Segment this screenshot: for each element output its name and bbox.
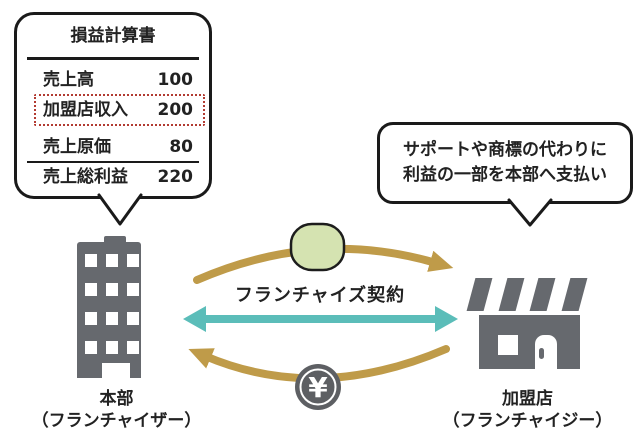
pl-row-label: 加盟店収入 xyxy=(43,100,128,120)
store-door xyxy=(535,335,557,369)
building-door xyxy=(102,363,130,378)
contract-label: フランチャイズ契約 xyxy=(234,285,406,306)
headquarters-label: 本部 （フランチャイザー） xyxy=(14,388,219,432)
royalty-payment-arrow xyxy=(188,345,450,383)
payment-callout-line1: サポートや商標の代わりに xyxy=(403,140,607,160)
goods-token-icon xyxy=(289,222,346,272)
pl-row-label: 売上原価 xyxy=(43,137,111,157)
franchiser-sublabel: （フランチャイザー） xyxy=(31,411,202,431)
pl-row-sales: 売上高 100 xyxy=(17,69,209,91)
awning-stripe xyxy=(498,278,525,311)
yen-coin-icon: ¥ xyxy=(295,364,341,410)
awning-stripe xyxy=(466,278,493,311)
building-window xyxy=(127,341,139,354)
building-window xyxy=(127,312,139,325)
store-doorknob xyxy=(539,348,544,359)
franchisee-sublabel: （フランチャイジー） xyxy=(442,411,613,431)
building-window xyxy=(85,283,97,296)
pl-statement-title: 損益計算書 xyxy=(70,26,156,46)
store-awning xyxy=(466,278,588,311)
headquarters-building-icon xyxy=(77,236,141,378)
awning-stripe xyxy=(561,278,588,311)
pl-row-franchise-income-highlighted: 加盟店収入 200 xyxy=(34,94,205,126)
pl-callout-tail xyxy=(97,193,143,226)
franchise-store-name: 加盟店 xyxy=(502,389,553,409)
franchise-store-label: 加盟店 （フランチャイジー） xyxy=(425,388,630,432)
pl-row-value: 100 xyxy=(157,70,194,90)
coin-circle xyxy=(295,364,341,410)
pl-row-value: 220 xyxy=(157,167,194,187)
headquarters-name: 本部 xyxy=(99,389,134,409)
awning-stripe xyxy=(529,278,556,311)
pl-row-label: 売上総利益 xyxy=(43,167,128,187)
pl-row-label: 売上高 xyxy=(43,70,94,90)
store-window xyxy=(498,335,518,355)
coin-ring xyxy=(299,368,337,406)
pl-row-cost-of-sales: 売上原価 80 xyxy=(17,136,209,158)
building-window xyxy=(106,283,118,296)
payment-callout-line2: 利益の一部を本部へ支払い xyxy=(403,165,607,185)
subtotal-divider xyxy=(27,161,199,163)
building-window xyxy=(127,283,139,296)
building-window xyxy=(85,312,97,325)
title-divider xyxy=(27,57,199,60)
franchise-store-icon xyxy=(479,315,580,369)
building-roof-structure xyxy=(104,236,126,243)
payment-callout: サポートや商標の代わりに 利益の一部を本部へ支払い xyxy=(377,122,633,204)
pl-row-gross-profit: 売上総利益 220 xyxy=(17,166,209,188)
yen-symbol: ¥ xyxy=(308,371,328,404)
building-window xyxy=(85,341,97,354)
building-windows xyxy=(85,254,139,354)
building-window xyxy=(127,254,139,267)
pl-row-value: 80 xyxy=(169,137,193,157)
pl-statement-callout: 損益計算書 売上高 100 加盟店収入 200 売上原価 80 売上総利益 22… xyxy=(14,12,212,199)
building-window xyxy=(106,341,118,354)
building-window xyxy=(106,312,118,325)
building-window xyxy=(85,254,97,267)
building-window xyxy=(106,254,118,267)
contract-arrow xyxy=(183,306,458,332)
supply-arrow xyxy=(193,244,454,284)
pl-row-value: 200 xyxy=(157,100,194,120)
